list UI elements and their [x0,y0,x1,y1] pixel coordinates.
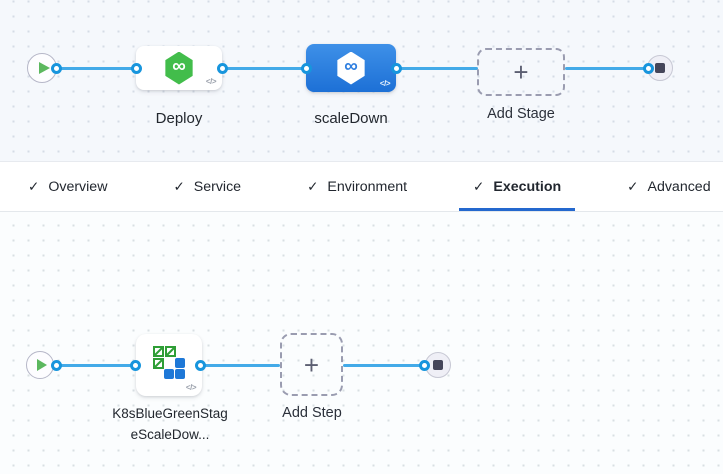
step-name-label: K8sBlueGreenStageScaleDow... [112,406,228,442]
check-icon: ✓ [307,178,319,194]
tab-advanced[interactable]: ✓ Advanced [613,162,723,211]
stage-name-label: scaleDown [314,110,388,127]
stop-icon [433,360,443,370]
connector-edge [57,66,136,70]
check-icon: ✓ [627,178,639,194]
step-card-k8s-bg-scaledown[interactable]: </> [136,334,202,396]
cd-stage-icon: ∞ [337,51,365,85]
code-icon[interactable]: </> [379,79,391,88]
add-stage-label: Add Stage [487,106,555,122]
execution-graph-canvas[interactable]: </> K8sBlueGreenStageScaleDow... + Add S… [0,212,723,474]
tab-label: Service [193,178,242,195]
connector-edge [343,363,424,367]
stage-name-label: Deploy [155,110,203,127]
k8s-scale-down-icon [153,346,185,379]
add-step-label: Add Step [282,405,342,421]
connector-port[interactable] [51,62,62,74]
tab-execution[interactable]: ✓ Execution [459,162,576,211]
cd-stage-icon: ∞ [165,51,193,85]
add-step-button[interactable]: + [280,333,343,396]
stage-graph-canvas[interactable]: ∞ </> Deploy ∞ </> scaleDown + Add Stage [0,0,723,162]
infinity-glyph: ∞ [344,56,358,77]
stage-card-scaledown[interactable]: ∞ </> [306,44,396,92]
connector-port[interactable] [390,62,402,74]
check-icon: ✓ [173,178,185,194]
tab-label: Advanced [647,178,711,195]
connector-edge [396,66,478,70]
plus-icon: + [513,57,529,87]
stop-icon [655,63,665,73]
execution-start-node[interactable] [26,351,54,379]
tab-label: Execution [493,178,562,195]
connector-port[interactable] [130,62,142,74]
play-icon [37,359,47,371]
stage-card-deploy[interactable]: ∞ </> [136,46,222,90]
tab-overview[interactable]: ✓ Overview [14,162,121,211]
check-icon: ✓ [28,178,40,194]
plus-icon: + [303,349,320,380]
connector-port[interactable] [418,359,430,371]
connector-port[interactable] [50,359,62,371]
stage-config-tabs: ✓ Overview ✓ Service ✓ Environment ✓ Exe… [0,162,723,212]
connector-port[interactable] [194,359,206,371]
connector-port[interactable] [216,62,228,74]
code-icon[interactable]: </> [185,383,197,392]
tab-environment[interactable]: ✓ Environment [293,162,421,211]
tab-service[interactable]: ✓ Service [159,162,255,211]
connector-port[interactable] [300,62,312,74]
connector-edge [222,66,306,70]
play-icon [38,62,50,74]
connector-port[interactable] [129,359,141,371]
tab-label: Environment [327,178,408,195]
tab-label: Overview [48,178,108,195]
connector-edge [565,66,648,70]
connector-edge [56,363,135,367]
add-stage-button[interactable]: + [477,48,565,96]
check-icon: ✓ [473,178,485,194]
connector-edge [200,363,280,367]
code-icon[interactable]: </> [205,77,217,86]
infinity-glyph: ∞ [172,56,186,77]
connector-port[interactable] [642,62,654,74]
